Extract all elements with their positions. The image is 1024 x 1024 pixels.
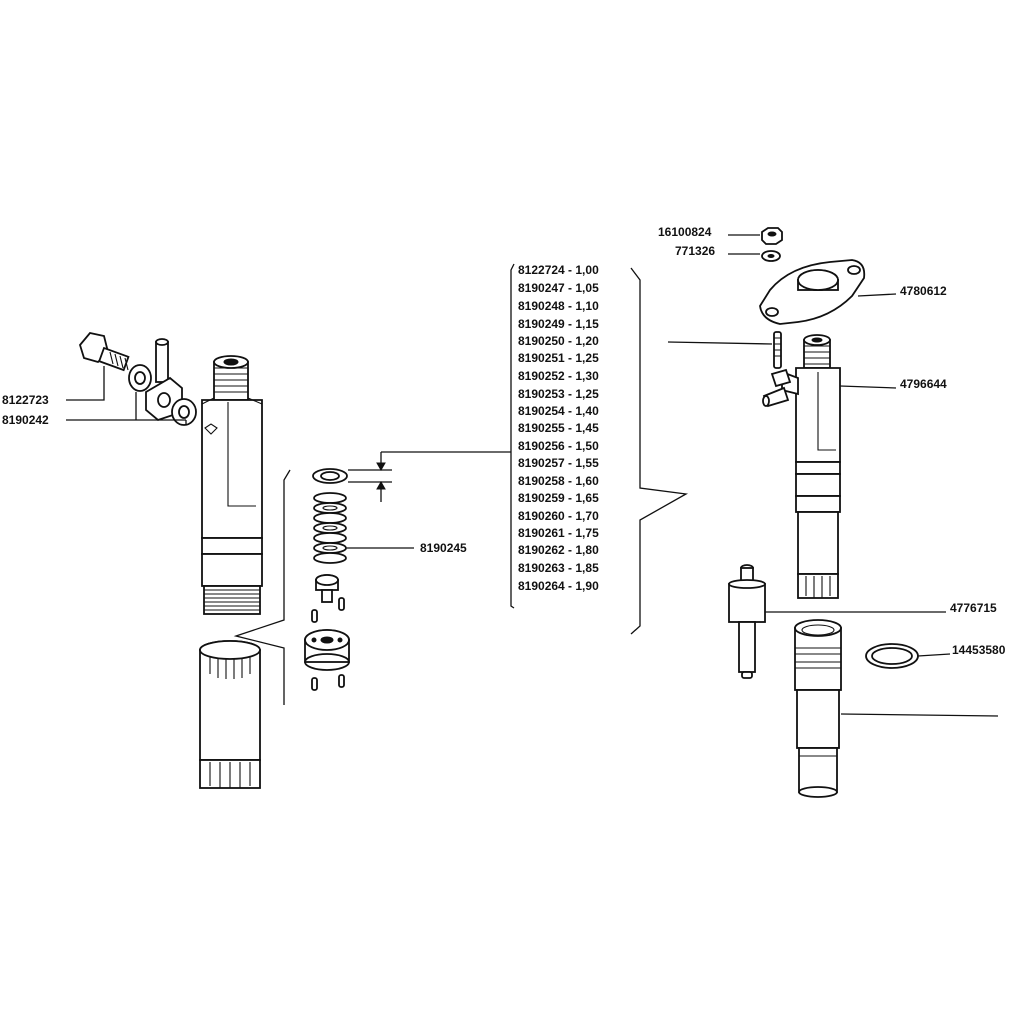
nozzle-sleeve bbox=[794, 619, 842, 798]
spring-seat bbox=[315, 574, 339, 603]
shim-table-bracket-left bbox=[510, 263, 515, 609]
shim-entry: 8190262 - 1,80 bbox=[518, 543, 599, 557]
shim-entry: 8190258 - 1,60 bbox=[518, 474, 599, 488]
injector-body bbox=[201, 355, 263, 615]
thickness-dimension bbox=[348, 452, 392, 502]
internal-parts-group: 8190245 bbox=[233, 452, 467, 705]
shim-entry: 8190257 - 1,55 bbox=[518, 456, 599, 470]
stud bbox=[773, 331, 782, 369]
left-injector-assembly: 8122723 8190242 bbox=[2, 332, 263, 789]
part-label-8190242: 8190242 bbox=[2, 413, 49, 427]
intermediate-plate bbox=[304, 629, 350, 671]
adjusting-shim bbox=[312, 468, 348, 484]
leader-line bbox=[917, 653, 951, 657]
part-label-4780612: 4780612 bbox=[900, 284, 947, 298]
right-injector-assembly: 16100824 771326 4780612 bbox=[658, 225, 1006, 798]
shim-table-bracket-right bbox=[630, 267, 689, 635]
shim-entry: 8190255 - 1,45 bbox=[518, 421, 599, 435]
leader-line bbox=[839, 385, 897, 389]
nozzle bbox=[728, 564, 766, 679]
shim-entry: 8190261 - 1,75 bbox=[518, 526, 599, 540]
part-label-8122723: 8122723 bbox=[2, 393, 49, 407]
part-label-4776715: 4776715 bbox=[950, 601, 997, 615]
leader-line bbox=[66, 366, 105, 401]
part-label-16100824: 16100824 bbox=[658, 225, 712, 239]
washer bbox=[761, 250, 781, 262]
sealing-washer bbox=[128, 364, 152, 392]
shim-table: 8122724 - 1,00 8190247 - 1,05 8190248 - … bbox=[381, 263, 689, 635]
nozzle-nut bbox=[199, 640, 261, 789]
leader-line bbox=[840, 713, 999, 717]
leader-line bbox=[667, 341, 773, 345]
spring bbox=[313, 492, 347, 564]
shim-entry: 8190251 - 1,25 bbox=[518, 351, 599, 365]
shim-entry: 8190249 - 1,15 bbox=[518, 317, 599, 331]
shim-entry: 8190250 - 1,20 bbox=[518, 334, 599, 348]
part-label-14453580: 14453580 bbox=[952, 643, 1006, 657]
leader-line bbox=[857, 293, 897, 297]
clamp-flange bbox=[759, 259, 866, 325]
shim-entry: 8190256 - 1,50 bbox=[518, 439, 599, 453]
shim-entry: 8190264 - 1,90 bbox=[518, 579, 599, 593]
shim-entry: 8122724 - 1,00 bbox=[518, 263, 599, 277]
part-label-8190245: 8190245 bbox=[420, 541, 467, 555]
shim-entry: 8190263 - 1,85 bbox=[518, 561, 599, 575]
injector-body bbox=[762, 334, 841, 599]
shim-entry: 8190253 - 1,25 bbox=[518, 387, 599, 401]
dowel-pins bbox=[311, 597, 345, 691]
part-label-4796644: 4796644 bbox=[900, 377, 947, 391]
seal-ring bbox=[865, 643, 919, 669]
shim-entry: 8190254 - 1,40 bbox=[518, 404, 599, 418]
sealing-washer bbox=[171, 398, 197, 426]
shim-entry: 8190260 - 1,70 bbox=[518, 509, 599, 523]
shim-entry: 8190259 - 1,65 bbox=[518, 491, 599, 505]
shim-entry: 8190247 - 1,05 bbox=[518, 281, 599, 295]
group-bracket bbox=[233, 469, 291, 705]
banjo-bolt bbox=[78, 332, 130, 372]
shim-entry: 8190248 - 1,10 bbox=[518, 299, 599, 313]
shim-entry: 8190252 - 1,30 bbox=[518, 369, 599, 383]
nut bbox=[761, 227, 783, 245]
part-label-771326: 771326 bbox=[675, 244, 715, 258]
leader-line bbox=[66, 392, 187, 425]
